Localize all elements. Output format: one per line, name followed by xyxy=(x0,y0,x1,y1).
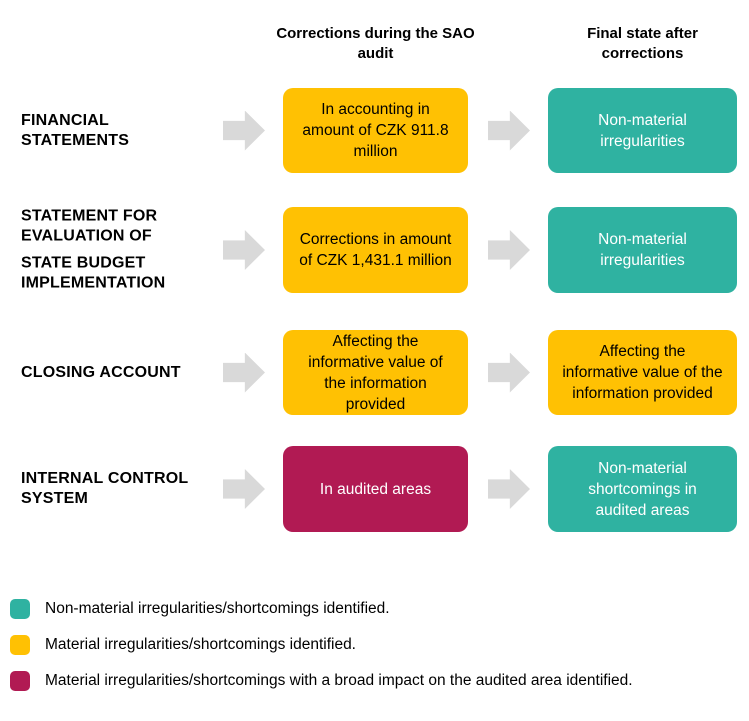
legend-swatch-broad-impact xyxy=(10,671,30,691)
column-header-corrections: Corrections during the SAO audit xyxy=(276,25,475,62)
row-label-closing-account: CLOSING ACCOUNT xyxy=(21,363,189,383)
legend-swatch-material xyxy=(10,635,30,655)
corrections-box: Corrections in amount of CZK 1,431.1 mil… xyxy=(283,207,468,293)
row-closing-account: CLOSING ACCOUNT Affecting the informativ… xyxy=(0,330,749,415)
right-arrow-icon xyxy=(488,352,530,393)
row-label-text: INTERNAL CONTROL SYSTEM xyxy=(21,470,189,507)
column-header-final: Final state after corrections xyxy=(587,25,698,62)
final-state-box: Non-material irregularities xyxy=(548,88,737,173)
row-state-budget-statement: STATEMENT FOR EVALUATION OF STATE BUDGET… xyxy=(0,207,749,293)
row-label-financial-statements: FINANCIAL STATEMENTS xyxy=(21,111,189,151)
right-arrow-icon xyxy=(223,110,265,151)
right-arrow-icon xyxy=(488,110,530,151)
legend-item-broad-impact: Material irregularities/shortcomings wit… xyxy=(10,671,633,691)
row-label-text: STATEMENT FOR EVALUATION OF xyxy=(21,207,158,245)
row-label-state-budget-statement: STATEMENT FOR EVALUATION OF STATE BUDGET… xyxy=(21,207,189,294)
row-financial-statements: FINANCIAL STATEMENTS In accounting in am… xyxy=(0,88,749,173)
row-label-text: FINANCIAL STATEMENTS xyxy=(21,111,130,149)
final-state-box: Affecting the informative value of the i… xyxy=(548,330,737,415)
corrections-box: In accounting in amount of CZK 911.8 mil… xyxy=(283,88,468,173)
right-arrow-icon xyxy=(223,352,265,393)
right-arrow-icon xyxy=(223,230,265,270)
legend-item-material: Material irregularities/shortcomings ide… xyxy=(10,635,356,655)
row-label-text: CLOSING ACCOUNT xyxy=(21,363,181,381)
right-arrow-icon xyxy=(223,469,265,509)
row-internal-control-system: INTERNAL CONTROL SYSTEM In audited areas… xyxy=(0,446,749,532)
legend-swatch-nonmaterial xyxy=(10,599,30,619)
corrections-box: Affecting the informative value of the i… xyxy=(283,330,468,415)
legend-label: Material irregularities/shortcomings wit… xyxy=(45,672,633,689)
right-arrow-icon xyxy=(488,230,530,270)
row-label-text-second: STATE BUDGET IMPLEMENTATION xyxy=(21,254,166,292)
row-label-internal-control-system: INTERNAL CONTROL SYSTEM xyxy=(21,469,189,509)
final-state-box: Non-material irregularities xyxy=(548,207,737,293)
corrections-box: In audited areas xyxy=(283,446,468,532)
legend-label: Material irregularities/shortcomings ide… xyxy=(45,636,356,653)
final-state-box: Non-material shortcomings in audited are… xyxy=(548,446,737,532)
legend-label: Non-material irregularities/shortcomings… xyxy=(45,600,390,617)
right-arrow-icon xyxy=(488,469,530,509)
legend-item-nonmaterial: Non-material irregularities/shortcomings… xyxy=(10,599,390,619)
